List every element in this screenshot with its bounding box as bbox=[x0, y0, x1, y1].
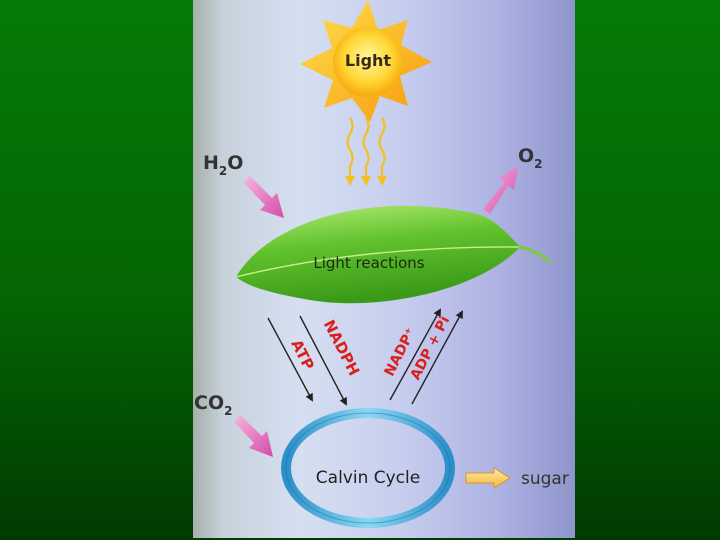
adp-pi-arrow-icon bbox=[411, 310, 463, 405]
leaf-icon: Light reactions bbox=[235, 205, 552, 304]
carbon-dioxide-label: CO2 bbox=[194, 392, 232, 418]
light-reactions-label: Light reactions bbox=[313, 254, 424, 272]
sugar-label: sugar bbox=[521, 469, 569, 489]
oxygen-label: O2 bbox=[518, 145, 543, 171]
calvin-cycle-ring-icon bbox=[281, 408, 455, 528]
nadph-arrow-icon bbox=[299, 315, 347, 406]
calvin-cycle-label: Calvin Cycle bbox=[316, 468, 420, 488]
adp-pi-label: ADP + Pi bbox=[408, 314, 454, 383]
carbon-dioxide-input-arrow-icon bbox=[234, 415, 273, 457]
oxygen-output-arrow-icon bbox=[483, 166, 518, 214]
nadph-label: NADPH bbox=[320, 317, 363, 379]
atp-arrow-icon bbox=[267, 317, 313, 402]
water-label: H2O bbox=[203, 152, 243, 178]
water-input-arrow-icon bbox=[244, 176, 284, 218]
sun-icon: Light bbox=[300, 0, 432, 122]
nadp-arrow-icon bbox=[389, 308, 441, 401]
sugar-output-arrow-icon bbox=[465, 467, 511, 489]
light-label: Light bbox=[345, 51, 392, 70]
light-rays-icon bbox=[345, 117, 387, 186]
